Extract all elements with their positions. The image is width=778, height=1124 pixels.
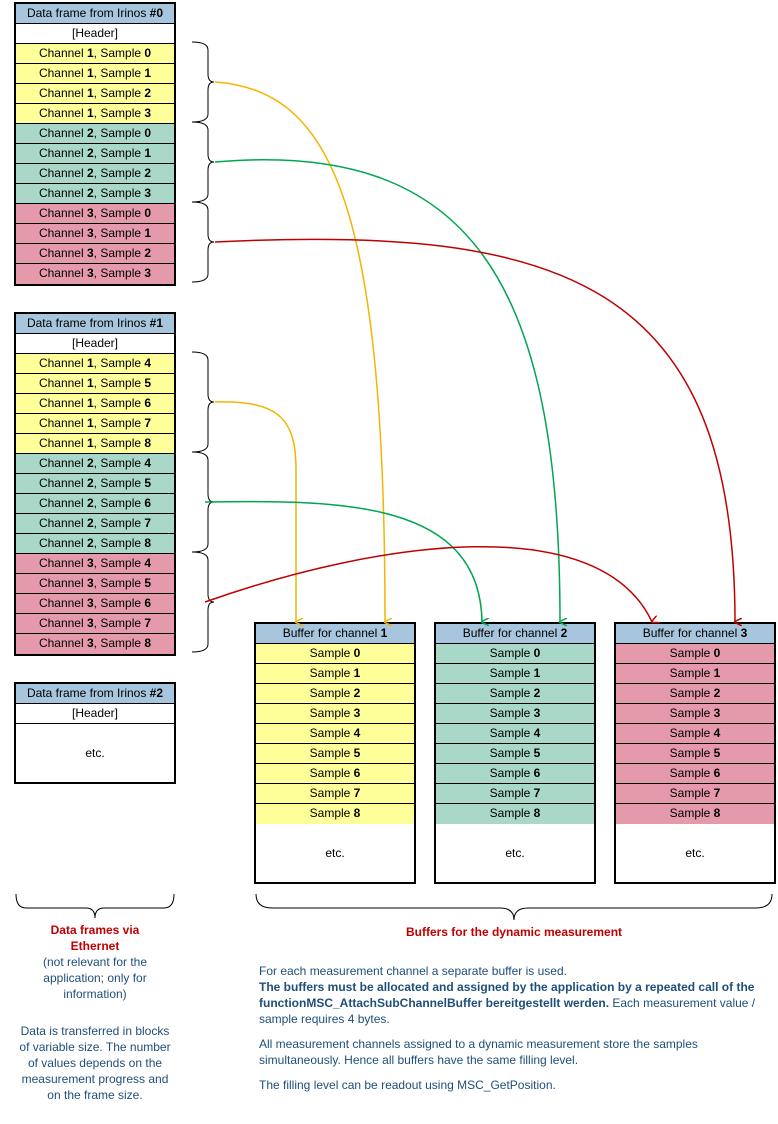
buffer-sample: Sample 2 [436, 684, 594, 704]
frame-title: Data frame from Irinos #1 [16, 314, 174, 334]
frame-row: Channel 2, Sample 7 [16, 514, 174, 534]
buffer-sample: Sample 5 [436, 744, 594, 764]
arrow-ch3-frame0 [214, 238, 735, 622]
buffer-title: Buffer for channel 3 [616, 624, 774, 644]
left-caption-title: Data frames via Ethernet [50, 923, 140, 953]
frame-row: Channel 2, Sample 1 [16, 144, 174, 164]
buffer-sample: Sample 7 [256, 784, 414, 804]
buffer-sample: Sample 0 [616, 644, 774, 664]
description-p3: The filling level can be readout using M… [259, 1078, 556, 1092]
buffer-sample: Sample 8 [436, 804, 594, 824]
arrow-ch1-frame0 [214, 81, 385, 622]
frame-row: Channel 3, Sample 2 [16, 244, 174, 264]
frame-row: Channel 3, Sample 5 [16, 574, 174, 594]
frame-row: Channel 2, Sample 2 [16, 164, 174, 184]
frame-row: Channel 2, Sample 5 [16, 474, 174, 494]
frame-row: Channel 3, Sample 7 [16, 614, 174, 634]
buffer-sample: Sample 8 [616, 804, 774, 824]
buffer-sample: Sample 3 [616, 704, 774, 724]
buffer-sample: Sample 8 [256, 804, 414, 824]
frame-row: Channel 3, Sample 8 [16, 634, 174, 654]
frame-header: [Header] [16, 334, 174, 354]
arrow-ch2-frame1 [204, 500, 482, 622]
bottom-brackets [15, 893, 773, 921]
description-p1: For each measurement channel a separate … [259, 964, 756, 1026]
buffer-etc: etc. [616, 824, 774, 882]
buffer-title: Buffer for channel 2 [436, 624, 594, 644]
buffer-sample: Sample 2 [256, 684, 414, 704]
left-caption-note: (not relevant for the application; only … [42, 955, 148, 1001]
buffer-sample: Sample 7 [616, 784, 774, 804]
frame-row: Channel 1, Sample 8 [16, 434, 174, 454]
frame-row: Channel 3, Sample 6 [16, 594, 174, 614]
buffer-etc: etc. [256, 824, 414, 882]
buffer-sample: Sample 6 [436, 764, 594, 784]
buffer-sample: Sample 4 [436, 724, 594, 744]
buffer-sample: Sample 3 [256, 704, 414, 724]
buffer-sample: Sample 5 [256, 744, 414, 764]
data-frame-1: Data frame from Irinos #1 [Header] Chann… [14, 312, 176, 656]
right-caption-title: Buffers for the dynamic measurement [405, 925, 623, 939]
buffer-sample: Sample 4 [616, 724, 774, 744]
frame-row: Channel 1, Sample 2 [16, 84, 174, 104]
buffer-title: Buffer for channel 1 [256, 624, 414, 644]
frame-header: [Header] [16, 704, 174, 724]
frame-row: Channel 1, Sample 1 [16, 64, 174, 84]
frame0-brackets [191, 41, 215, 283]
buffer-sample: Sample 2 [616, 684, 774, 704]
data-frame-2: Data frame from Irinos #2 [Header] etc. [14, 682, 176, 784]
bracket-ch1-frame0 [191, 41, 215, 123]
buffer-sample: Sample 1 [256, 664, 414, 684]
description-p2: All measurement channels assigned to a d… [259, 1037, 698, 1067]
buffer-sample: Sample 7 [436, 784, 594, 804]
left-caption-detail: Data is transferred in blocks of variabl… [19, 1024, 171, 1102]
bracket-right-bottom [255, 893, 773, 921]
bracket-ch2-frame0 [191, 121, 215, 203]
buffer-sample: Sample 6 [616, 764, 774, 784]
frame-row: Channel 3, Sample 1 [16, 224, 174, 244]
frame-row: Channel 1, Sample 0 [16, 44, 174, 64]
buffer-sample: Sample 5 [616, 744, 774, 764]
frame-row: Channel 2, Sample 0 [16, 124, 174, 144]
bracket-left-bottom [15, 893, 175, 919]
buffer-sample: Sample 1 [436, 664, 594, 684]
frame-row: Channel 2, Sample 6 [16, 494, 174, 514]
frame-row: Channel 2, Sample 3 [16, 184, 174, 204]
buffer-sample: Sample 3 [436, 704, 594, 724]
arrow-ch2-frame0 [214, 159, 560, 622]
buffer-sample: Sample 1 [616, 664, 774, 684]
frame-title: Data frame from Irinos #0 [16, 4, 174, 24]
frame-row: Channel 1, Sample 5 [16, 374, 174, 394]
bracket-ch3-frame0 [191, 201, 215, 283]
data-frame-0: Data frame from Irinos #0 [Header] Chann… [14, 2, 176, 286]
buffer-sample: Sample 4 [256, 724, 414, 744]
frame-title: Data frame from Irinos #2 [16, 684, 174, 704]
frame-row: Channel 3, Sample 4 [16, 554, 174, 574]
description: For each measurement channel a separate … [259, 963, 759, 1102]
frame-row: Channel 3, Sample 3 [16, 264, 174, 284]
frame-row: Channel 2, Sample 4 [16, 454, 174, 474]
frame-row: Channel 1, Sample 3 [16, 104, 174, 124]
bracket-ch1-frame1 [191, 351, 215, 453]
frame-header: [Header] [16, 24, 174, 44]
buffer-sample: Sample 0 [436, 644, 594, 664]
buffer-etc: etc. [436, 824, 594, 882]
bracket-ch3-frame1 [191, 551, 215, 653]
frame-etc: etc. [16, 724, 174, 782]
buffer-sample: Sample 0 [256, 644, 414, 664]
arrow-ch3-frame1 [204, 546, 652, 622]
frame-row: Channel 3, Sample 0 [16, 204, 174, 224]
frame-row: Channel 1, Sample 4 [16, 354, 174, 374]
buffer-sample: Sample 6 [256, 764, 414, 784]
left-caption: Data frames via Ethernet (not relevant f… [18, 922, 172, 1103]
arrow-ch1-frame1 [214, 401, 296, 622]
frame-row: Channel 1, Sample 6 [16, 394, 174, 414]
frame-row: Channel 2, Sample 8 [16, 534, 174, 554]
frame-row: Channel 1, Sample 7 [16, 414, 174, 434]
